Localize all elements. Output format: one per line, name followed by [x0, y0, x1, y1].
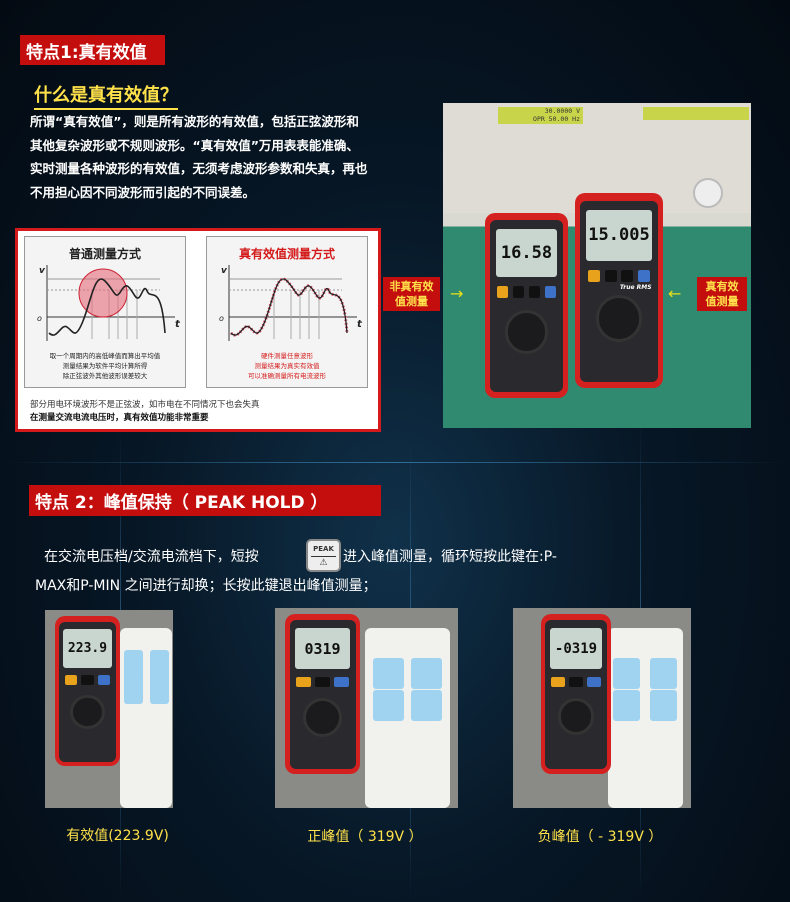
peak-instruction-line2: MAX和P-MIN 之间进行却换；长按此键退出峰值测量；	[35, 578, 377, 594]
feature2-title: 特点 2：峰值保持（ PEAK HOLD ）	[29, 485, 381, 516]
description-line: 其他复杂波形或不规则波形。“真有效值”万用表表能准确、	[30, 137, 359, 153]
description-line: 实时测量各种波形的有效值，无须考虑波形参数和失真，再也	[30, 161, 368, 176]
rms-description: 所谓“真有效值”，则是所有波形的有效值，包括正弦波形和 其他复杂波形或不规则波形…	[30, 110, 390, 204]
arrow-left-icon: ←	[668, 284, 682, 303]
note-line: 测量结果为真实有效值	[254, 362, 320, 370]
meter-reading: 0319	[294, 627, 351, 670]
diagram-footer: 部分用电环境波形不是正弦波，如市电在不同情况下也会失真 在测量交流电流电压时，真…	[30, 399, 260, 425]
rms-measurement-notes: 硬件测量任意波形 测量结果为真实有效值 可以准确测量所有电流波形	[207, 351, 367, 381]
positive-peak-caption: 正峰值（ 319V ）	[307, 829, 423, 845]
non-rms-label: 非真有效值测量	[383, 277, 440, 311]
meter-reading: -0319	[550, 627, 602, 670]
non-rms-reading: 16.58	[495, 228, 558, 278]
axis-o-label: o	[37, 314, 42, 323]
axis-t-label: t	[175, 319, 181, 330]
axis-v-label: v	[221, 266, 228, 276]
note-line: 硬件测量任意波形	[261, 352, 313, 360]
negative-peak-caption: 负峰值（ - 319V ）	[537, 829, 663, 845]
generator-display-2	[643, 107, 749, 120]
meter-reading: 223.9	[63, 628, 112, 669]
footer-line: 部分用电环境波形不是正弦波，如市电在不同情况下也会失真	[30, 400, 260, 410]
description-line: 所谓“真有效值”，则是所有波形的有效值，包括正弦波形和	[30, 114, 359, 129]
rms-measurement-title: 真有效值测量方式	[238, 247, 335, 261]
arrow-right-icon: →	[450, 284, 464, 303]
rms-question-heading: 什么是真有效值？	[34, 84, 178, 110]
note-line: 可以准确测量所有电流波形	[248, 372, 326, 380]
axis-t-label: t	[357, 319, 363, 330]
note-line: 除正弦波外其他波形误差较大	[62, 372, 148, 380]
normal-measurement-title: 普通测量方式	[68, 247, 141, 261]
comparison-diagram: 普通测量方式 v o t 取一个周期内的高低峰值而算出平均值 测量结果为软件平均…	[15, 228, 381, 432]
generator-voltage: 30.0000 V	[544, 107, 580, 115]
label-line: 非真有效	[389, 280, 434, 293]
label-line: 值测量	[395, 295, 428, 308]
true-rms-badge: True RMS	[619, 284, 652, 292]
description-line: 不用担心因不同波形而引起的不同误差。	[30, 184, 256, 200]
rms-waveform-graph: v o t	[219, 265, 363, 341]
peak-key-label: PEAK	[313, 545, 334, 553]
true-rms-multimeter: 15.005 True RMS	[575, 193, 663, 388]
peak-key-icon: PEAK ⚠	[306, 539, 341, 572]
normal-measurement-notes: 取一个周期内的高低峰值而算出平均值 测量结果为软件平均计算所得 除正弦波外其他波…	[25, 351, 185, 381]
rms-measurement-panel: 真有效值测量方式 v o t 硬件测量任意波形 测量结果为真实有效值 可以准确测…	[206, 236, 368, 388]
generator-frequency: OPR 50.00 Hz	[533, 115, 580, 123]
peak-instruction-line1-cont: 进入峰值测量，循环短按此键在:P-	[343, 549, 557, 565]
note-line: 测量结果为软件平均计算所得	[62, 362, 148, 370]
generator-display: 30.0000 V OPR 50.00 Hz	[498, 107, 583, 124]
meter-comparison-photo: 30.0000 V OPR 50.00 Hz 16.58 15.005 True…	[443, 103, 751, 428]
footer-line-bold: 在测量交流电流电压时，真有效值功能非常重要	[30, 413, 209, 423]
peak-instruction-line1: 在交流电压档/交流电流档下，短按	[44, 549, 259, 565]
true-rms-reading: 15.005	[586, 209, 652, 261]
signal-generator: 30.0000 V OPR 50.00 Hz	[443, 103, 751, 213]
true-rms-label: 真有效值测量	[697, 277, 747, 311]
positive-peak-photo: 0319	[275, 608, 458, 808]
axis-o-label: o	[219, 314, 224, 323]
warning-icon: ⚠	[311, 556, 336, 570]
generator-knob	[693, 178, 723, 208]
non-rms-multimeter: 16.58	[485, 213, 568, 398]
rms-value-photo: 223.9	[45, 610, 173, 808]
negative-peak-photo: -0319	[513, 608, 691, 808]
label-line: 值测量	[705, 295, 739, 308]
normal-waveform-graph: v o t	[37, 265, 181, 341]
section-divider	[0, 462, 790, 463]
normal-measurement-panel: 普通测量方式 v o t 取一个周期内的高低峰值而算出平均值 测量结果为软件平均…	[24, 236, 186, 388]
axis-v-label: v	[39, 266, 46, 276]
label-line: 真有效	[705, 280, 739, 293]
feature1-title: 特点1:真有效值	[20, 35, 165, 65]
rms-value-caption: 有效值(223.9V)	[66, 828, 169, 844]
note-line: 取一个周期内的高低峰值而算出平均值	[49, 352, 161, 360]
peak-highlight-circle	[78, 268, 128, 318]
